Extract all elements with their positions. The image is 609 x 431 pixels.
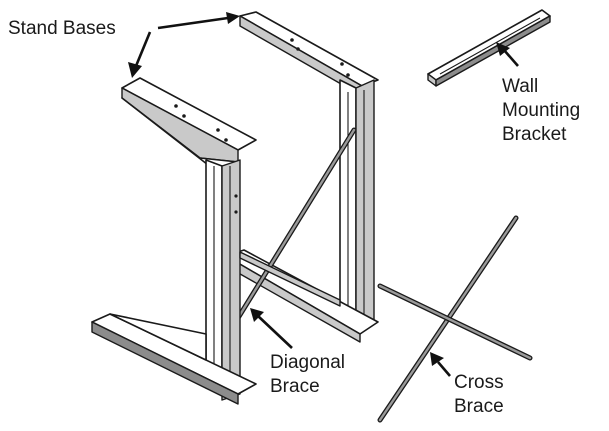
label-cross-brace-line1: Cross [454, 372, 504, 393]
right-stand [225, 11, 379, 343]
label-stand-bases: Stand Bases [8, 18, 116, 39]
label-diagonal-brace-line1: Diagonal [270, 352, 345, 373]
label-wall-mounting-bracket-line2: Mounting [502, 100, 580, 121]
cross-brace [377, 215, 533, 423]
right-stand-base-top [239, 11, 379, 87]
label-wall-mounting-bracket-line1: Wall [502, 76, 538, 97]
label-diagonal-brace-line2: Brace [270, 376, 320, 397]
left-stand [91, 77, 341, 405]
wall-mounting-bracket [427, 9, 551, 87]
label-cross-brace-line2: Brace [454, 396, 504, 417]
label-wall-mounting-bracket-line3: Bracket [502, 124, 567, 145]
diagonal-brace [219, 127, 357, 347]
leader-arrows [128, 12, 519, 377]
